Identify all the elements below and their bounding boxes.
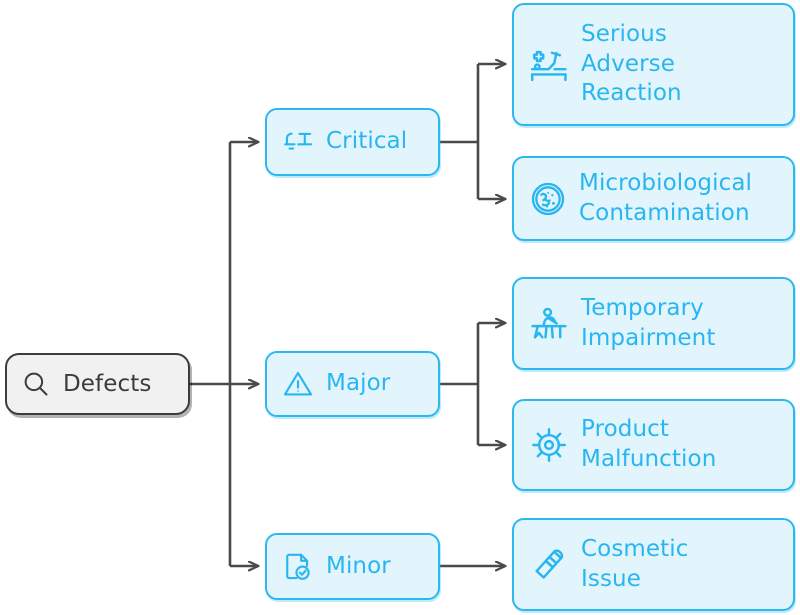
node-serious-adverse-reaction[interactable]: Serious Adverse Reaction bbox=[512, 3, 795, 126]
node-temporary-impairment[interactable]: Temporary Impairment bbox=[512, 277, 795, 370]
node-label-microbiological-contamination: Microbiological Contamination bbox=[579, 169, 753, 226]
petri-dish-icon bbox=[528, 179, 568, 219]
alarm-chart-icon bbox=[281, 125, 315, 159]
node-label-product-malfunction: Product Malfunction bbox=[581, 416, 717, 472]
warning-triangle-icon bbox=[281, 367, 315, 401]
search-icon bbox=[21, 369, 51, 399]
node-microbiological-contamination[interactable]: Microbiological Contamination bbox=[512, 156, 795, 241]
node-label-major: Major bbox=[326, 370, 391, 397]
node-defects[interactable]: Defects bbox=[5, 353, 190, 415]
hospital-bed-icon bbox=[528, 44, 570, 86]
node-label-minor: Minor bbox=[326, 552, 391, 579]
node-product-malfunction[interactable]: Product Malfunction bbox=[512, 399, 795, 491]
document-check-icon bbox=[281, 550, 315, 584]
lipstick-icon bbox=[528, 544, 570, 586]
node-major[interactable]: Major bbox=[265, 351, 440, 417]
node-cosmetic-issue[interactable]: Cosmetic Issue bbox=[512, 518, 795, 611]
node-label-temporary-impairment: Temporary Impairment bbox=[581, 294, 716, 351]
node-label-serious-adverse-reaction: Serious Adverse Reaction bbox=[581, 20, 682, 107]
node-critical[interactable]: Critical bbox=[265, 108, 440, 176]
node-label-critical: Critical bbox=[326, 128, 408, 155]
node-label-cosmetic-issue: Cosmetic Issue bbox=[581, 535, 689, 592]
node-label-defects: Defects bbox=[63, 371, 152, 397]
node-minor[interactable]: Minor bbox=[265, 533, 440, 600]
person-desk-icon bbox=[528, 303, 570, 345]
gear-icon bbox=[528, 424, 570, 466]
